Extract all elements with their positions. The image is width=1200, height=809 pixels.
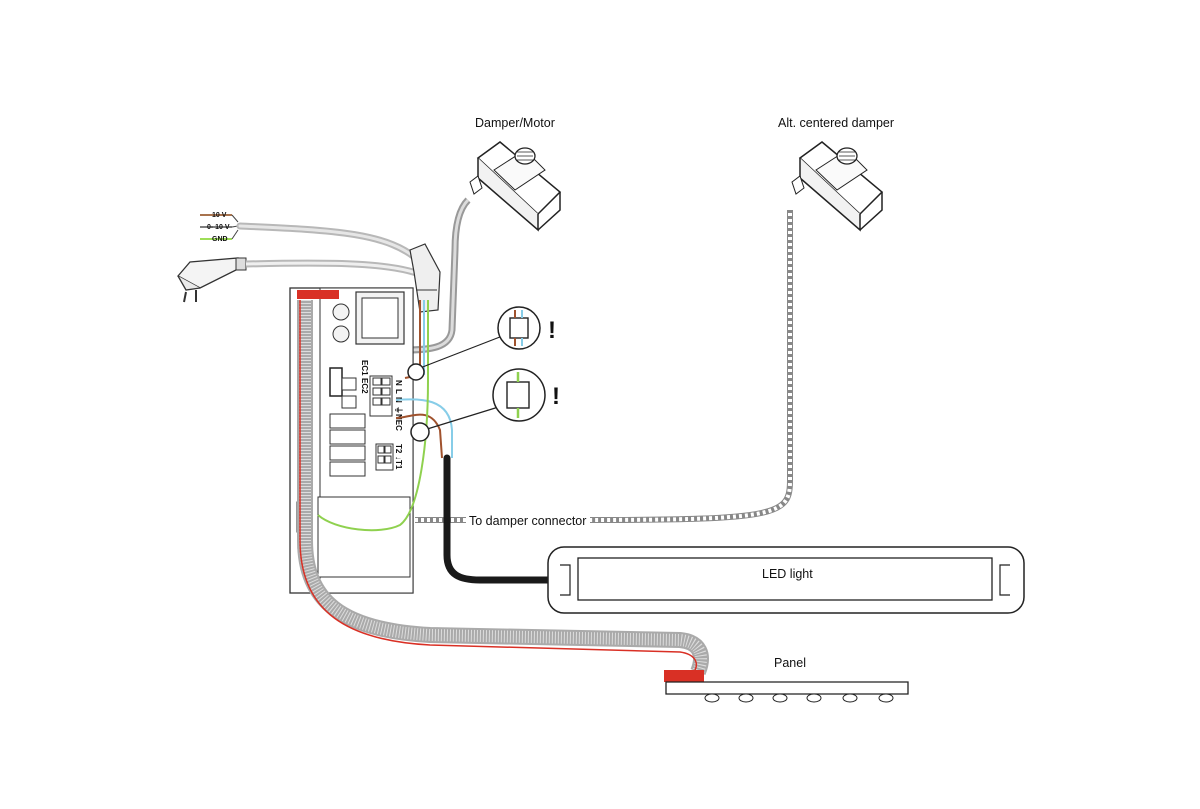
panel-button: [772, 693, 788, 703]
pcb-label-t1: ↓T1: [394, 456, 403, 470]
panel-button: [738, 693, 754, 703]
damper-motor-label: Damper/Motor: [475, 116, 555, 130]
signal-label-10v: 10 V: [212, 212, 227, 219]
led-light: LED light: [547, 546, 1025, 614]
pcb-label-nec: NEC: [394, 414, 403, 431]
damper-motor: Damper/Motor: [469, 116, 562, 232]
led-light-label: LED light: [762, 567, 813, 581]
callout-1: !: [407, 306, 556, 381]
internal-wiring: [317, 210, 793, 584]
pcb-label-ec2: EC2: [360, 378, 369, 394]
terminal-block-t: [375, 443, 394, 471]
callout-2-mark: !: [552, 383, 560, 410]
panel-button: [704, 693, 720, 703]
panel-button: [842, 693, 858, 703]
pcb-label-gnd: ⏚: [394, 406, 403, 414]
panel-button: [878, 693, 894, 703]
signal-label-gnd: GND: [212, 236, 228, 243]
ribbon-cable: [297, 300, 709, 676]
callout-1-mark: !: [548, 317, 556, 344]
alt-damper: Alt. centered damper: [778, 116, 894, 232]
callout-2: !: [410, 368, 560, 442]
pcb-label-t2: T2: [394, 444, 403, 454]
control-unit: EC1 EC2 N L N ⏚ NEC T2 ↓T1: [289, 287, 414, 594]
pcb-label-l1: L: [394, 389, 403, 394]
panel-buttons: [704, 693, 894, 703]
pcb-label-ec1: EC1: [360, 360, 369, 376]
control-panel: Panel: [664, 656, 909, 703]
to-damper-connector-label: To damper connector: [469, 514, 586, 528]
pcb-label-n1: N: [394, 380, 403, 386]
terminal-block-main: [369, 375, 393, 417]
panel-label: Panel: [774, 656, 806, 670]
alt-damper-label: Alt. centered damper: [778, 116, 894, 130]
panel-button: [806, 693, 822, 703]
signal-label-0-10v: 0- 10 V: [207, 224, 230, 231]
signal-wire-group: 10 V 0- 10 V GND: [200, 212, 432, 294]
cable-entry: [409, 243, 441, 313]
